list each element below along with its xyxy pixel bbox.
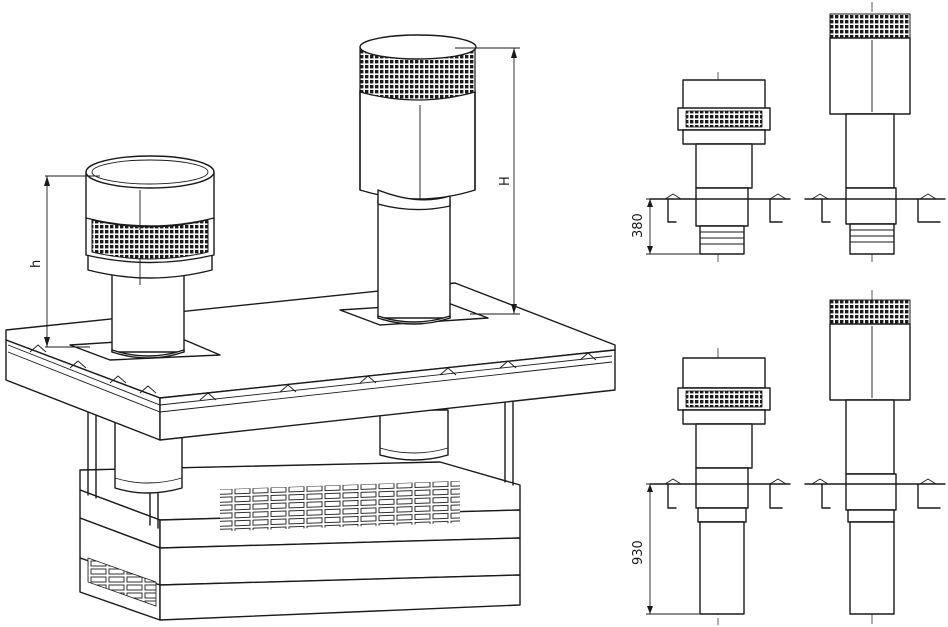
louver-grille-front [220,480,460,532]
dimension-h: h [29,175,100,348]
mesh-short [91,219,209,260]
elevation-tall-top [804,2,946,262]
chimney-tall [339,34,489,326]
elevation-tall-bottom [804,290,946,625]
duct-box [79,461,521,621]
elevation-mesh-tall-2 [829,299,911,325]
elevation-mesh [685,110,763,128]
louver-grille-side [87,557,157,607]
roof-slab [5,282,616,441]
elevation-mesh-tall [829,13,911,39]
dimension-930-label: 930 [631,540,646,565]
dimension-h-label: h [29,260,44,268]
dimension-capital-h: H [455,47,520,315]
elevation-mesh-2 [685,390,763,408]
dimension-380-label: 380 [631,213,646,238]
elevation-short-380: 380 [631,72,791,262]
elevation-short-930: 930 [631,348,791,625]
chimney-short [69,155,221,361]
dimension-capital-h-label: H [498,176,513,186]
isometric-view: h H [5,34,616,621]
